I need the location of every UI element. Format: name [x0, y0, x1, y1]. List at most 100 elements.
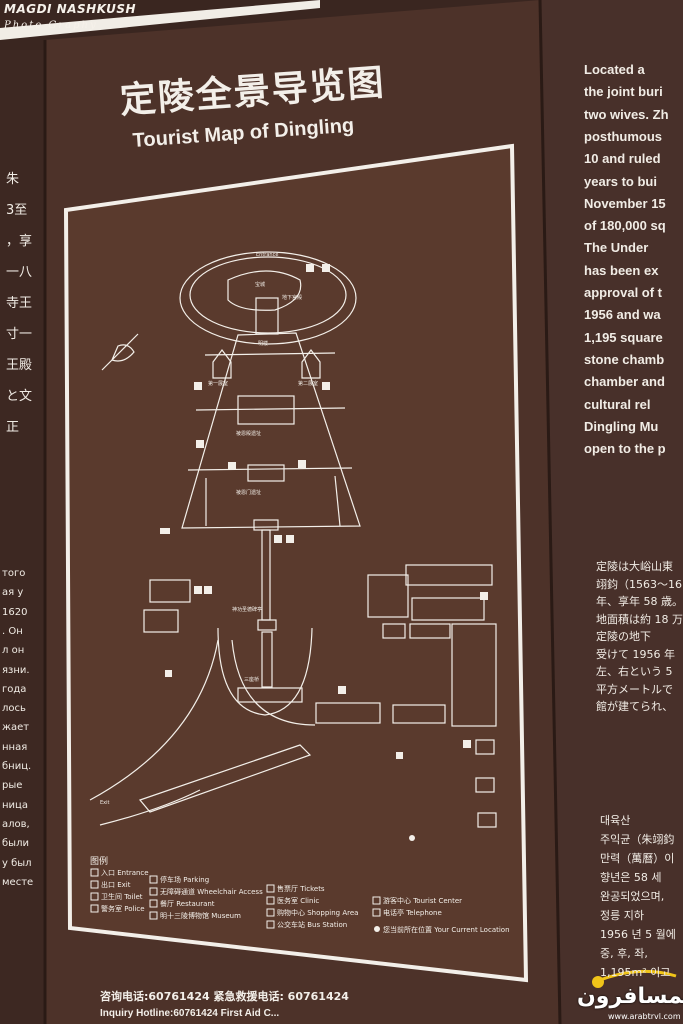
building-south-4: [475, 777, 495, 793]
building-south-3: [475, 739, 495, 755]
map-label-entrance: Entrance: [256, 252, 279, 258]
right-english-line: November 15: [584, 195, 666, 211]
left-russian-line: лось: [2, 703, 26, 715]
right-english-line: Located a: [584, 62, 645, 77]
wall-3: [187, 467, 353, 471]
right-korean-line: 대육산: [600, 814, 631, 827]
courtyard-outline: [181, 332, 361, 529]
right-japanese-line: 定陵の地下: [596, 630, 651, 643]
building-south-1: [315, 702, 381, 724]
wall-5: [334, 475, 341, 527]
legend-shopping: 购物中心 Shopping Area: [277, 909, 359, 917]
map-panel: [63, 143, 529, 983]
left-russian-line: того: [2, 568, 26, 579]
left-panel: [0, 50, 45, 1024]
building-south-5: [477, 812, 497, 828]
legend-toilet: 卫生间 Toilet: [101, 893, 143, 901]
left-russian-line: месте: [2, 876, 34, 888]
left-chinese-line: ，享: [6, 234, 33, 249]
logo-sun: [592, 976, 604, 988]
watermark-line2: Photo Graphy: [4, 20, 98, 31]
left-russian-line: л он: [2, 645, 25, 657]
map-icon-7: [286, 535, 294, 543]
right-english-line: open to the p: [584, 441, 666, 457]
left-russian-line: . Он: [2, 625, 23, 637]
map-icon-15: [160, 528, 170, 534]
left-chinese-line: 王殿: [6, 358, 33, 373]
current-location-marker: [409, 835, 415, 841]
map-icon-13: [396, 752, 403, 759]
panel-seam-right: [538, 0, 562, 1024]
legend-current-location: 您当前所在位置 Your Current Location: [383, 926, 510, 934]
map-icon-1: [194, 382, 202, 390]
parking-strip: [138, 744, 312, 813]
map-label-soul-tower: 明楼: [258, 341, 269, 347]
legend-tourist-center: 游客中心 Tourist Center: [383, 897, 463, 905]
lingen-hall-base: [237, 395, 295, 425]
left-russian-line: алов,: [2, 818, 30, 830]
map-label-treasure-city: 宝城: [255, 282, 266, 288]
legend-museum: 明十三陵博物馆 Museum: [160, 912, 241, 920]
legend-telephone: 电话亭 Telephone: [383, 909, 442, 917]
right-english-line: posthumous: [584, 128, 662, 144]
left-chinese-line: 朱: [6, 172, 20, 187]
burial-mound: [227, 270, 302, 311]
map-label-stele-pavilion: 神功圣德碑亭: [232, 607, 263, 613]
right-japanese-line: 年、享年 58 歳。: [596, 595, 683, 608]
right-english-line: two wives. Zh: [584, 106, 669, 122]
right-english-line: approval of t: [584, 285, 663, 300]
map-icon-9: [204, 586, 212, 594]
building-east-1: [367, 574, 409, 618]
left-chinese-line: 寺王: [6, 296, 33, 311]
legend-current-location-dot: [374, 926, 380, 932]
legend-clinic: 医务室 Clinic: [277, 897, 320, 905]
legend-parking: 停车场 Parking: [160, 876, 210, 884]
right-korean-line: 향년은 58 세: [600, 871, 662, 884]
map-label-lingen-gate: 祾恩门遗址: [236, 490, 262, 496]
north-compass: [101, 333, 139, 371]
legend-icons: [90, 868, 381, 929]
map-icon-10: [165, 670, 172, 677]
left-russian-line: 1620: [2, 606, 28, 618]
right-english-line: 1,195 square: [584, 329, 663, 345]
left-russian-line: язни.: [2, 664, 30, 676]
left-russian-line: года: [2, 683, 27, 695]
map-drawing: [89, 251, 497, 828]
logo-url: www.arabtrvl.com: [608, 1012, 681, 1021]
watermark-line1: MAGDI NASHKUSH: [4, 2, 136, 16]
right-japanese-line: 館が建てられ、: [596, 700, 674, 713]
building-east-5: [382, 623, 406, 639]
road-east: [231, 639, 316, 726]
left-chinese-line: 正: [6, 420, 20, 435]
lingen-gate-base: [247, 464, 285, 482]
right-korean-line: 정릉 지하: [600, 909, 644, 922]
road-south: [99, 789, 201, 826]
right-japanese-line: 定陵は大峪山東: [596, 560, 673, 573]
logo-swoosh: [599, 969, 677, 982]
building-west-2: [143, 609, 179, 633]
right-korean-line: 주익균（朱翊鈞: [600, 833, 675, 846]
map-icon-5: [298, 460, 306, 468]
hotline-chinese: 咨询电话:60761424 紧急救援电话: 60761424: [100, 990, 349, 1003]
sacred-way-south: [261, 631, 273, 688]
right-english-line: 1956 and wa: [584, 307, 661, 323]
map-label-underground-palace: 地下宫殿: [282, 295, 303, 301]
map-icon-12: [480, 592, 488, 600]
left-russian-line: нная: [2, 741, 28, 753]
legend-exit: 出口 Exit: [101, 881, 131, 889]
right-english-line: 10 and ruled: [584, 151, 661, 167]
right-korean-line: 만력（萬曆）이: [600, 852, 675, 865]
right-english-line: chamber and: [584, 374, 665, 390]
building-east-4: [451, 623, 497, 727]
map-icon-14: [463, 740, 471, 748]
legend-heading: 图例: [90, 857, 109, 867]
right-korean-line: 1956 년 5 월에: [600, 928, 676, 941]
right-english-line: has been ex: [584, 262, 659, 278]
left-chinese-line: 寸一: [6, 327, 33, 342]
map-label-lingen-hall: 祾恩殿遗址: [236, 431, 262, 437]
logo-wordmark: المسافرون: [577, 984, 683, 1009]
right-english-line: of 180,000 sq: [584, 218, 666, 234]
map-label-exhibition-2: 第二展室: [298, 381, 319, 387]
right-english-line: years to bui: [584, 173, 657, 189]
right-english-line: The Under: [584, 240, 649, 256]
